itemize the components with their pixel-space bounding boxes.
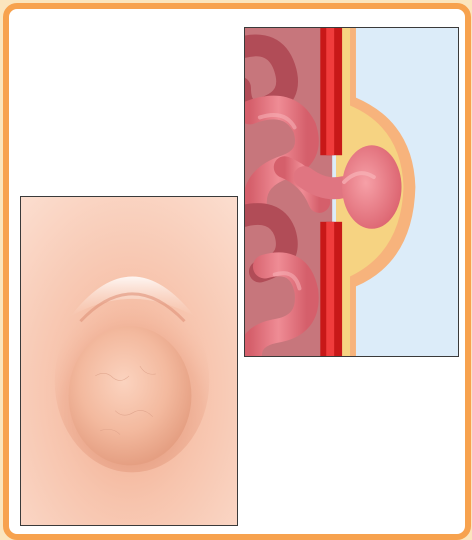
- muscle-wall-lower-highlight: [326, 222, 334, 356]
- external-view-panel: [20, 196, 238, 526]
- cross-section-panel: [244, 27, 459, 357]
- umbilical-bulge: [69, 326, 192, 465]
- umbilical-bulge-illustration: [21, 197, 237, 525]
- muscle-wall-upper-highlight: [326, 28, 334, 155]
- hernia-cross-section-illustration: [245, 28, 458, 356]
